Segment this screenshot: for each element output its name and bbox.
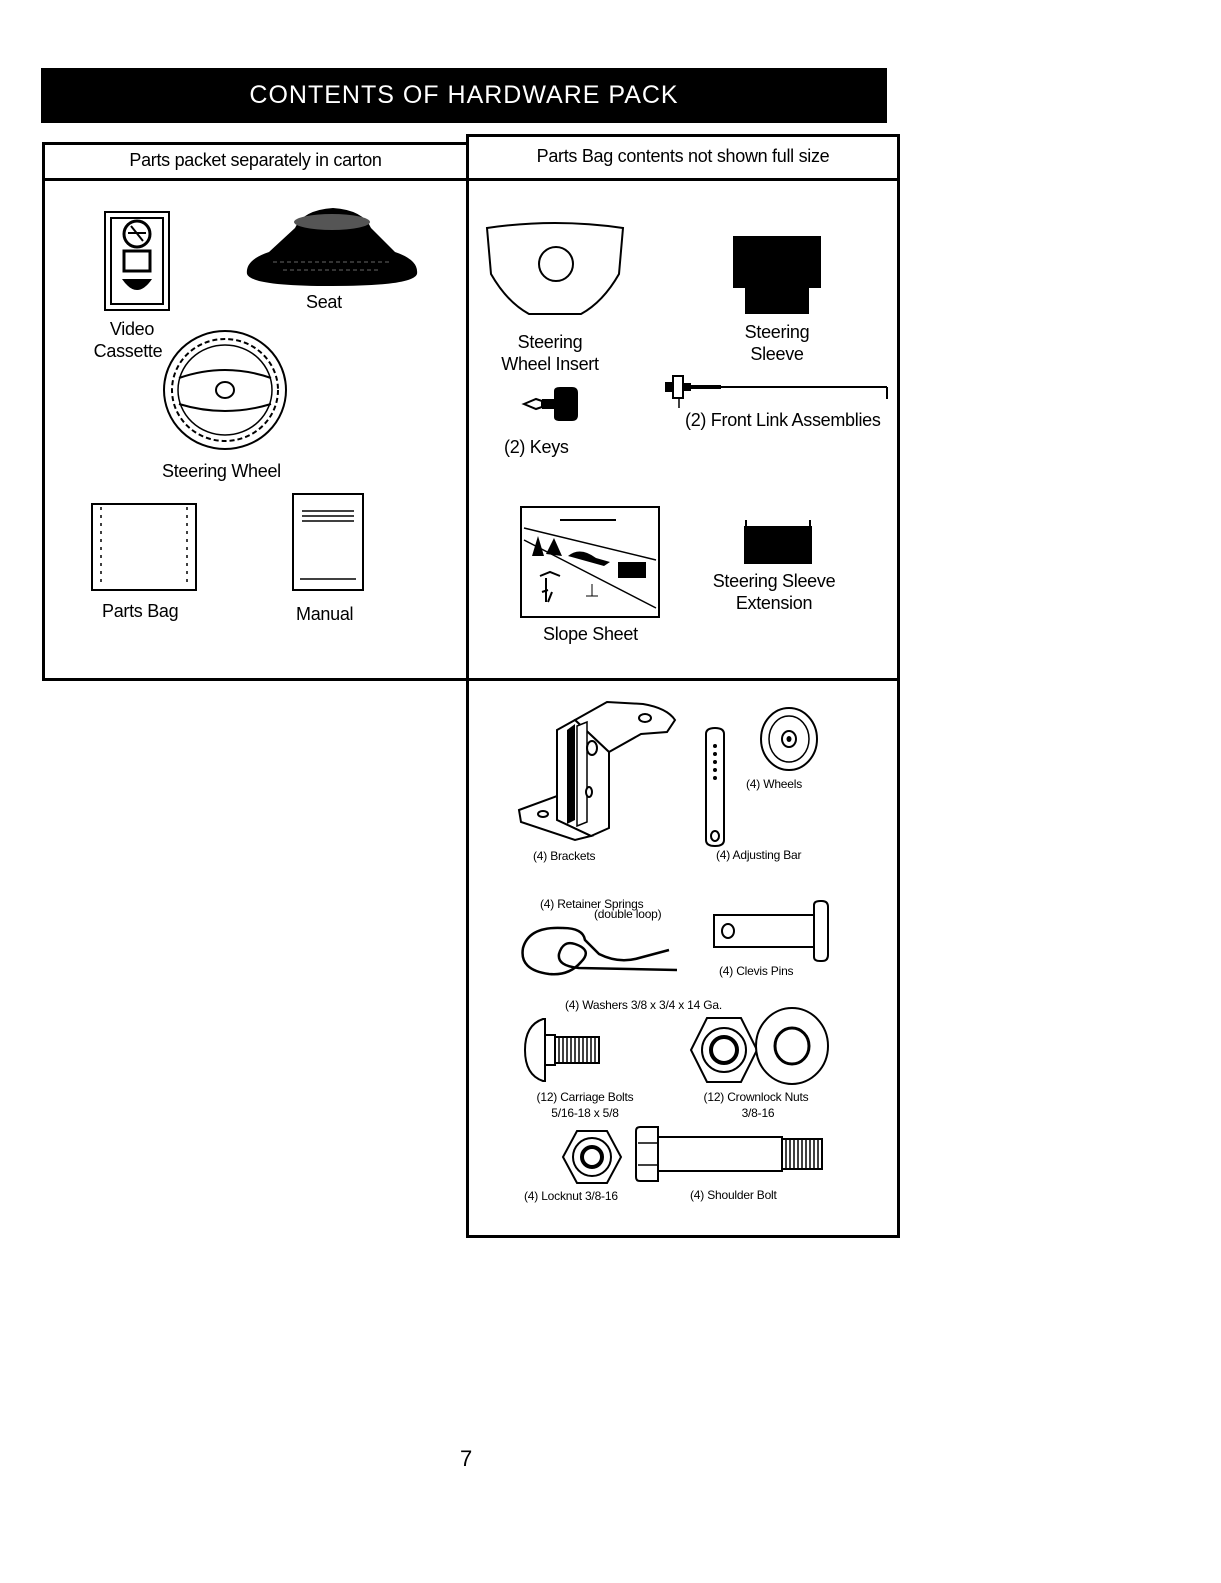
- panel-parts-bag-header: Parts Bag contents not shown full size: [466, 134, 900, 181]
- keys-label: (2) Keys: [504, 437, 569, 457]
- retainer-spring-icon: [521, 926, 678, 976]
- locknut-icon: [561, 1130, 623, 1184]
- video-cassette-icon: [104, 211, 170, 311]
- retainer-springs-line2: (double loop): [594, 907, 662, 921]
- retainer-springs-label: (4) Retainer Springs (double loop): [540, 896, 662, 922]
- shoulder-bolt-label: (4) Shoulder Bolt: [690, 1188, 777, 1202]
- steering-wheel-label: Steering Wheel: [162, 461, 281, 481]
- seat-icon: [246, 208, 418, 286]
- brackets-label: (4) Brackets: [533, 849, 596, 863]
- steering-wheel-insert-icon: [485, 222, 625, 315]
- carriage-bolts-line2: 5/16-18 x 5/8: [551, 1106, 619, 1120]
- video-cassette-label-line1: Video: [109, 319, 155, 339]
- crownlock-nuts-label: (12) Crownlock Nuts 3/8-16: [686, 1089, 826, 1121]
- clevis-pin-icon: [713, 900, 829, 962]
- seat-label: Seat: [306, 292, 342, 312]
- steering-sleeve-extension-label: Steering Sleeve Extension: [704, 570, 844, 614]
- retainer-springs-line1: (4) Retainer Springs: [540, 897, 644, 911]
- wheels-label: (4) Wheels: [746, 777, 803, 791]
- parts-bag-icon: [91, 503, 197, 591]
- steering-sleeve-ext-line2: Extension: [735, 593, 813, 613]
- steering-wheel-icon: [163, 330, 287, 450]
- carriage-bolts-label: (12) Carriage Bolts 5/16-18 x 5/8: [515, 1089, 655, 1121]
- front-link-icon: [665, 375, 888, 408]
- slope-sheet-label: Slope Sheet: [543, 624, 638, 644]
- steering-sleeve-line2: Sleeve: [750, 344, 804, 364]
- crownlock-nuts-line2: 3/8-16: [741, 1106, 775, 1120]
- adjusting-bar-label: (4) Adjusting Bar: [716, 848, 802, 862]
- video-cassette-label: Video Cassette: [94, 318, 168, 362]
- slope-sheet-icon: [520, 506, 660, 618]
- manual-icon: [292, 493, 364, 591]
- steering-sleeve-ext-line1: Steering Sleeve: [712, 571, 836, 591]
- adjusting-bar-icon: [705, 726, 725, 848]
- panel-hardware: [466, 678, 900, 1238]
- washer-icon: [755, 1007, 829, 1085]
- steering-sleeve-icon: [733, 236, 821, 314]
- page-number: 7: [460, 1446, 473, 1471]
- steering-sleeve-line1: Steering: [744, 322, 810, 342]
- carriage-bolt-icon: [523, 1018, 600, 1082]
- clevis-pins-label: (4) Clevis Pins: [719, 964, 794, 978]
- washers-label: (4) Washers 3/8 x 3/4 x 14 Ga.: [565, 998, 722, 1012]
- carriage-bolts-line1: (12) Carriage Bolts: [536, 1090, 634, 1104]
- parts-bag-label: Parts Bag: [102, 601, 179, 621]
- crownlock-nuts-line1: (12) Crownlock Nuts: [703, 1090, 809, 1104]
- steering-wheel-insert-line2: Wheel Insert: [501, 354, 599, 374]
- steering-wheel-insert-line1: Steering: [517, 332, 583, 352]
- locknut-label: (4) Locknut 3/8-16: [524, 1189, 618, 1203]
- panel-carton-header: Parts packet separately in carton: [42, 142, 469, 181]
- shoulder-bolt-icon: [635, 1126, 823, 1182]
- front-link-label: (2) Front Link Assemblies: [685, 410, 881, 430]
- video-cassette-label-line2: Cassette: [93, 341, 163, 361]
- steering-sleeve-label: Steering Sleeve: [727, 321, 827, 365]
- steering-sleeve-extension-icon: [744, 520, 812, 564]
- wheel-icon: [760, 707, 818, 771]
- bracket-icon: [517, 700, 677, 842]
- manual-label: Manual: [296, 604, 354, 624]
- page-title: CONTENTS OF HARDWARE PACK: [41, 68, 887, 123]
- crownlock-nut-icon: [689, 1017, 759, 1083]
- steering-wheel-insert-label: Steering Wheel Insert: [490, 331, 610, 375]
- key-icon: [521, 387, 578, 421]
